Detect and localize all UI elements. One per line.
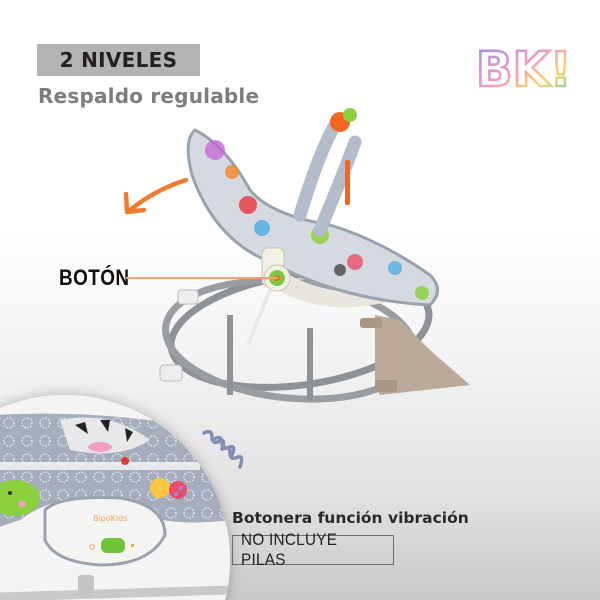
levels-badge-label: 2 NIVELES bbox=[59, 48, 178, 72]
recline-arrow-icon bbox=[123, 177, 189, 215]
button-callout-label: BOTÓN bbox=[59, 265, 130, 290]
brand-logo-text: BK! bbox=[476, 42, 570, 96]
vibration-panel-closeup: BipoKids bbox=[0, 395, 230, 600]
brand-logo: BK! bbox=[475, 41, 570, 96]
vibration-icon bbox=[202, 429, 244, 469]
levels-badge: 2 NIVELES bbox=[37, 44, 200, 76]
no-batteries-label: NO INCLUYE PILAS bbox=[241, 530, 338, 569]
feature-subtitle: Respaldo regulable bbox=[38, 84, 260, 108]
closeup-image: BipoKids bbox=[0, 395, 230, 600]
button-callout-line bbox=[126, 277, 278, 279]
vibration-switch bbox=[101, 538, 125, 553]
vibration-feature-label: Botonera función vibración bbox=[232, 509, 469, 527]
no-batteries-badge: NO INCLUYE PILAS bbox=[232, 530, 394, 569]
panel-brand-text: BipoKids bbox=[93, 514, 127, 523]
baby-rocker-image bbox=[159, 108, 470, 403]
